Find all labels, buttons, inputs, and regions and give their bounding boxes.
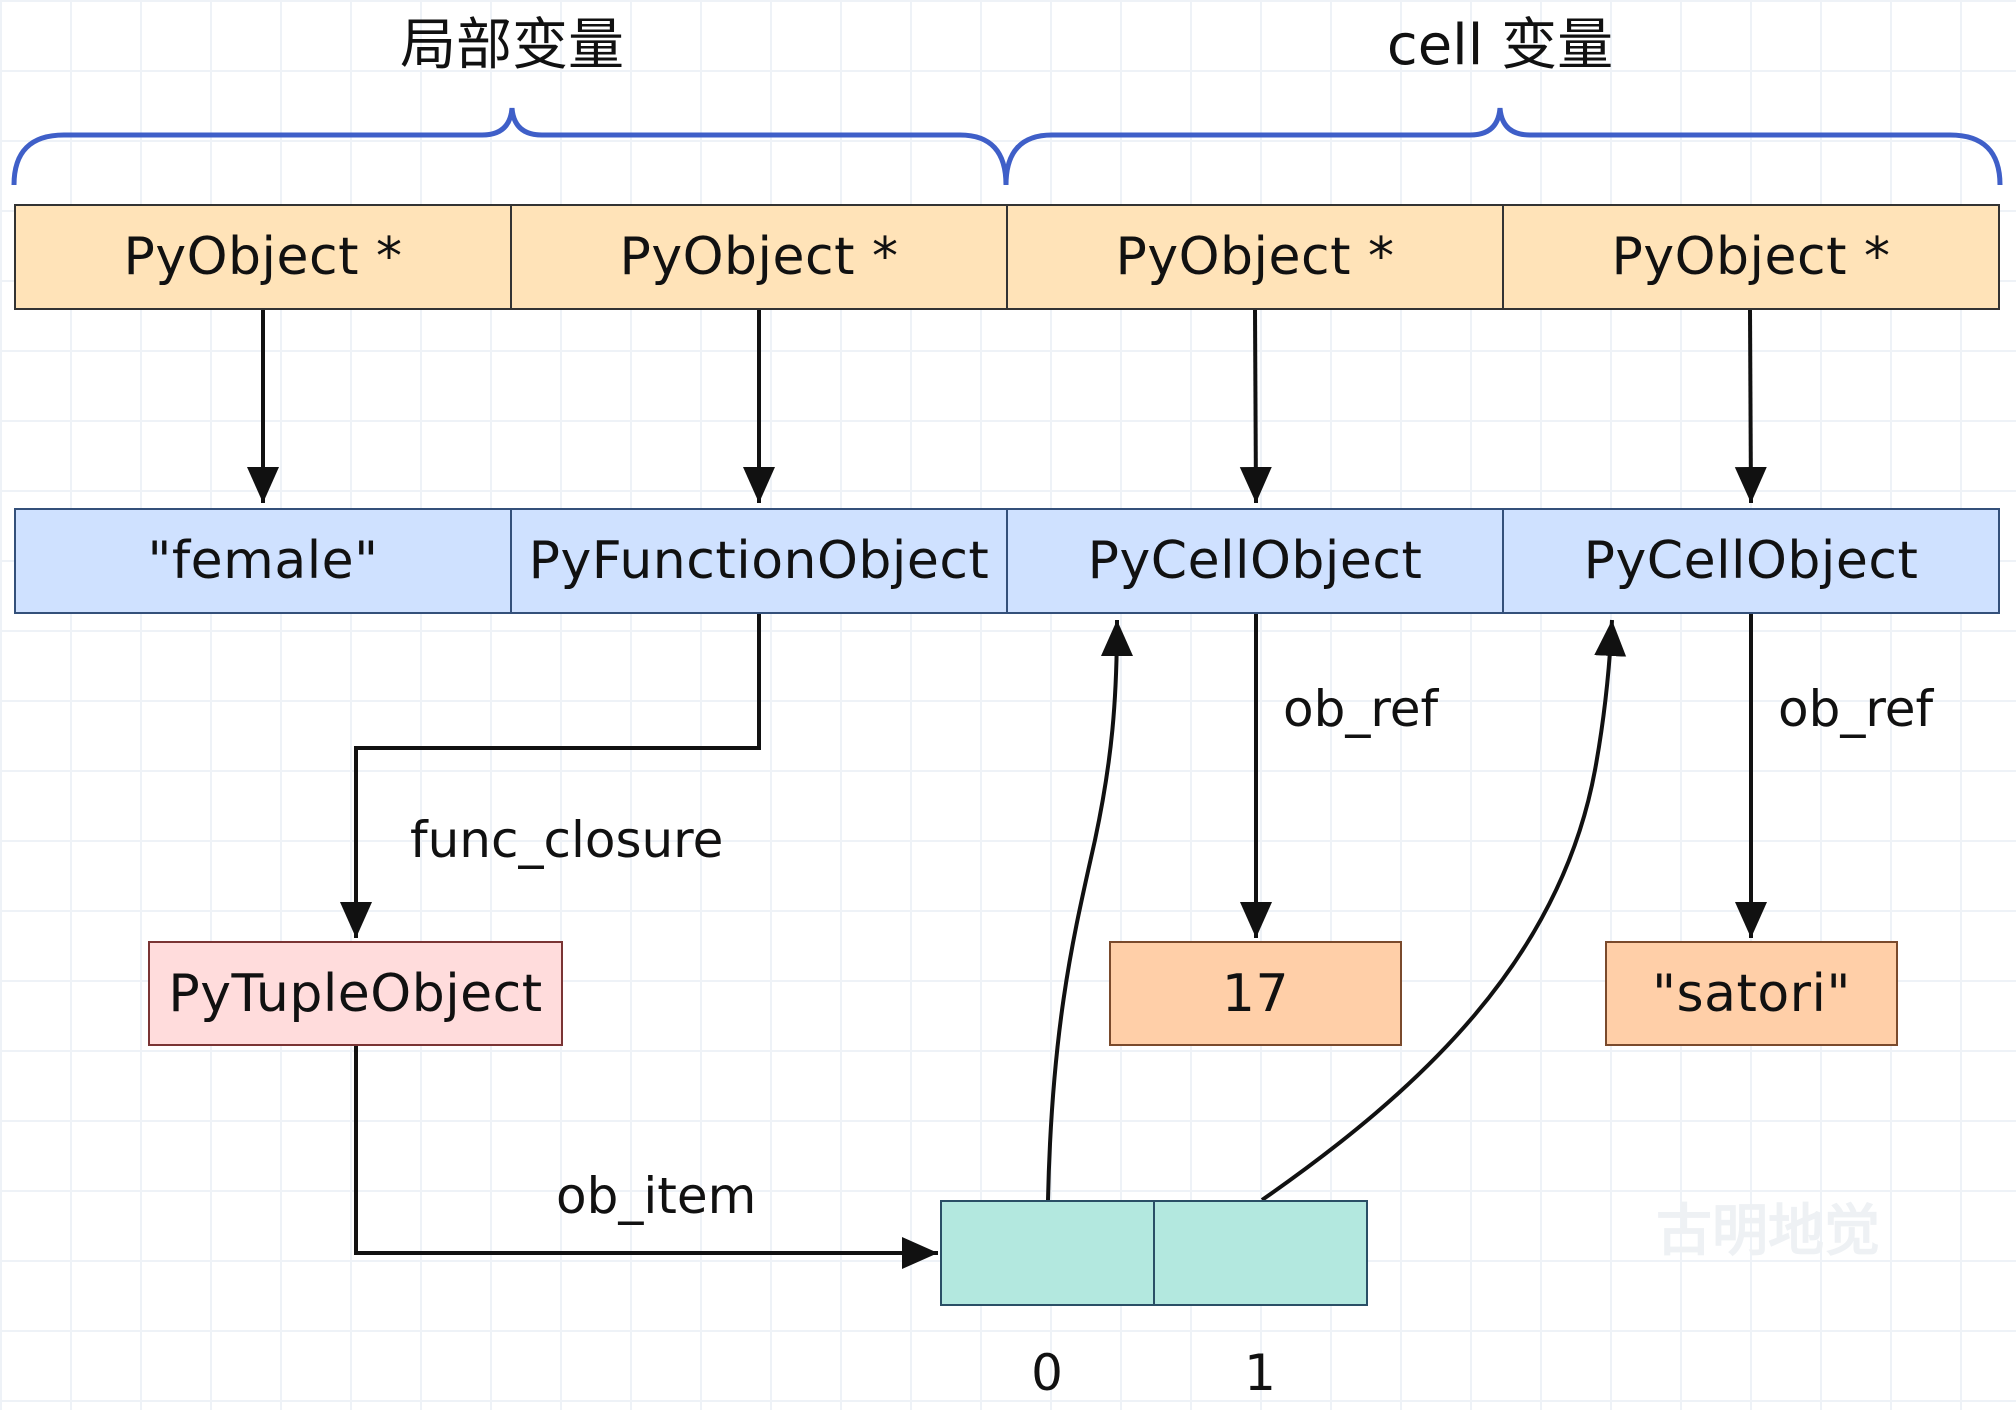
ob-ref-label-1: ob_ref (1778, 680, 1934, 738)
author-watermark: 古明地觉 (1656, 1199, 1880, 1264)
arrow-pointer-3-to-cell (1734, 309, 1767, 504)
female-string-object: "female" (14, 508, 512, 614)
pointer-cell-1: PyObject * (510, 204, 1008, 310)
arrow-slot-0-to-cell (1046, 619, 1133, 1201)
tuple-index-0: 0 (1031, 1344, 1063, 1402)
cell-variables-header: cell 变量 (1386, 13, 1614, 78)
function-object: PyFunctionObject (510, 508, 1008, 614)
cell-variables-brace (1003, 107, 2003, 186)
ob-item-label: ob_item (556, 1167, 757, 1225)
ob-ref-label-0: ob_ref (1283, 680, 1439, 738)
func-closure-label: func_closure (410, 811, 724, 869)
tuple-item-slot-1 (1153, 1200, 1368, 1306)
cell-object-1: PyCellObject (1502, 508, 2000, 614)
arrow-pointer-2-to-cell (1239, 309, 1272, 504)
local-variables-brace (11, 107, 1009, 186)
satori-string-object: "satori" (1605, 941, 1898, 1046)
cell-object-0: PyCellObject (1006, 508, 1504, 614)
tuple-object: PyTupleObject (148, 941, 563, 1046)
int-value-object: 17 (1109, 941, 1402, 1046)
arrow-func-closure (340, 614, 761, 938)
local-variables-header: 局部变量 (400, 13, 624, 78)
tuple-item-slot-0 (940, 1200, 1155, 1306)
arrow-slot-1-to-cell (1260, 619, 1627, 1202)
tuple-index-1: 1 (1244, 1344, 1276, 1402)
arrow-ob-item (354, 1046, 938, 1269)
pointer-cell-3: PyObject * (1502, 204, 2000, 310)
pointer-cell-2: PyObject * (1006, 204, 1504, 310)
pointer-cell-0: PyObject * (14, 204, 512, 310)
